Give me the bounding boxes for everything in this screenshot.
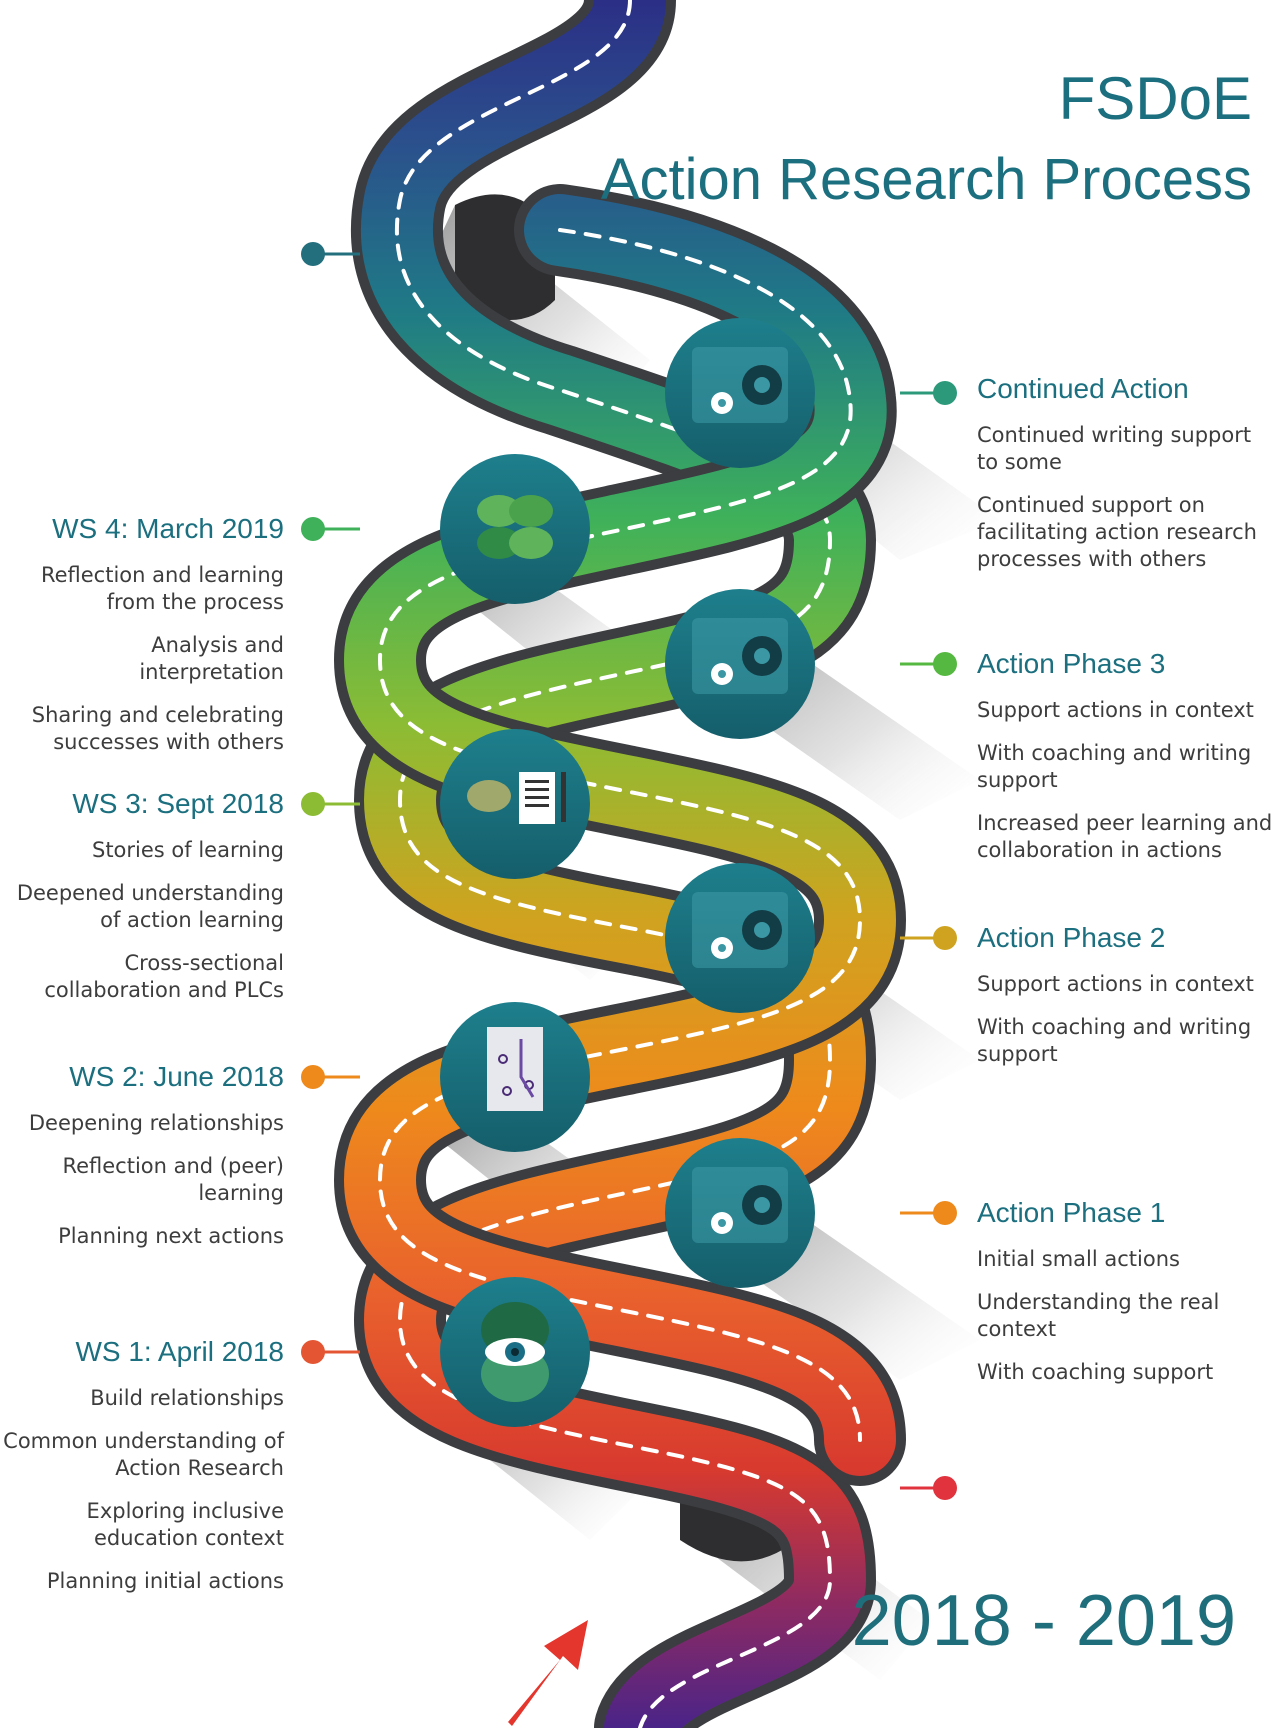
road-centre-dashes <box>394 0 832 1728</box>
gear-chat-icon <box>665 1138 815 1288</box>
road <box>334 0 906 1728</box>
gear-chat-icon <box>665 863 815 1013</box>
ws2-heading: WS 2: June 2018 <box>69 1061 284 1092</box>
pin-dot-ws3 <box>301 792 325 816</box>
ws3-heading: WS 3: Sept 2018 <box>72 788 284 819</box>
ws4-block: WS 4: March 2019 Reflection and learning… <box>0 512 284 772</box>
strategy-plan-icon <box>440 1002 590 1152</box>
phase2-item: With coaching and writing support <box>977 1015 1252 1066</box>
page-title: FSDoE <box>1058 65 1252 132</box>
ws3-item: Cross-sectional collaboration and PLCs <box>44 951 284 1002</box>
pin-dot-phase2 <box>933 926 957 950</box>
ws1-heading: WS 1: April 2018 <box>75 1336 284 1367</box>
ws1-block: WS 1: April 2018 Build relationships Com… <box>0 1335 284 1611</box>
phase3-block: Action Phase 3 Support actions in contex… <box>977 647 1277 880</box>
ws4-item: Reflection and learning from the process <box>40 563 284 614</box>
continued-action-heading: Continued Action <box>977 373 1189 404</box>
phase1-block: Action Phase 1 Initial small actions Und… <box>977 1196 1277 1402</box>
phase1-heading: Action Phase 1 <box>977 1197 1166 1228</box>
phase2-item: Support actions in context <box>977 972 1254 996</box>
phase1-item: Understanding the real context <box>977 1290 1220 1341</box>
eye-icon <box>440 1277 590 1427</box>
ws4-heading: WS 4: March 2019 <box>52 513 284 544</box>
continued-action-item: Continued writing support to some <box>977 423 1252 474</box>
phase3-heading: Action Phase 3 <box>977 648 1166 679</box>
ws1-item: Common understanding of Action Research <box>3 1429 284 1480</box>
phase2-heading: Action Phase 2 <box>977 922 1166 953</box>
ws4-item: Sharing and celebrating successes with o… <box>31 703 284 754</box>
continued-action-item: Continued support on facilitating action… <box>977 493 1257 571</box>
ws1-item: Exploring inclusive education context <box>86 1499 284 1550</box>
ws1-item: Planning initial actions <box>46 1569 284 1593</box>
ws1-item: Build relationships <box>90 1386 284 1410</box>
phase3-item: Increased peer learning and collaboratio… <box>977 811 1273 862</box>
gear-chat-icon <box>665 318 815 468</box>
years-label: 2018 - 2019 <box>851 1581 1236 1661</box>
ws4-item: Analysis and interpretation <box>139 633 284 684</box>
thought-document-icon <box>440 729 590 879</box>
phase3-item: Support actions in context <box>977 698 1254 722</box>
pin-dot-bottom <box>933 1476 957 1500</box>
ws2-item: Planning next actions <box>58 1224 284 1248</box>
continued-action-block: Continued Action Continued writing suppo… <box>977 372 1277 589</box>
phase3-item: With coaching and writing support <box>977 741 1252 792</box>
pin-dot-phase3 <box>933 652 957 676</box>
gear-chat-icon <box>665 589 815 739</box>
pin-dot-continued <box>933 381 957 405</box>
arrow-icon <box>508 1620 588 1726</box>
pin-dot-ws1 <box>301 1340 325 1364</box>
phase1-item: With coaching support <box>977 1360 1214 1384</box>
phase2-block: Action Phase 2 Support actions in contex… <box>977 921 1277 1084</box>
road-dashes-loops <box>378 228 862 1442</box>
timeline-pins <box>301 242 957 1500</box>
ws3-item: Deepened understanding of action learnin… <box>16 881 284 932</box>
phase1-item: Initial small actions <box>977 1247 1180 1271</box>
pin-dot-ws2 <box>301 1065 325 1089</box>
ws2-block: WS 2: June 2018 Deepening relationships … <box>0 1060 284 1266</box>
chat-bubbles-icon <box>440 454 590 604</box>
pin-dot-ws4 <box>301 517 325 541</box>
pin-dot-phase1 <box>933 1201 957 1225</box>
start-arrow <box>508 1620 588 1726</box>
ws3-block: WS 3: Sept 2018 Stories of learning Deep… <box>0 787 284 1020</box>
ws2-item: Reflection and (peer) learning <box>62 1154 284 1205</box>
pin-dot-top <box>301 242 325 266</box>
ws2-item: Deepening relationships <box>28 1111 284 1135</box>
ws3-item: Stories of learning <box>91 838 284 862</box>
page-subtitle: Action Research Process <box>600 147 1252 212</box>
